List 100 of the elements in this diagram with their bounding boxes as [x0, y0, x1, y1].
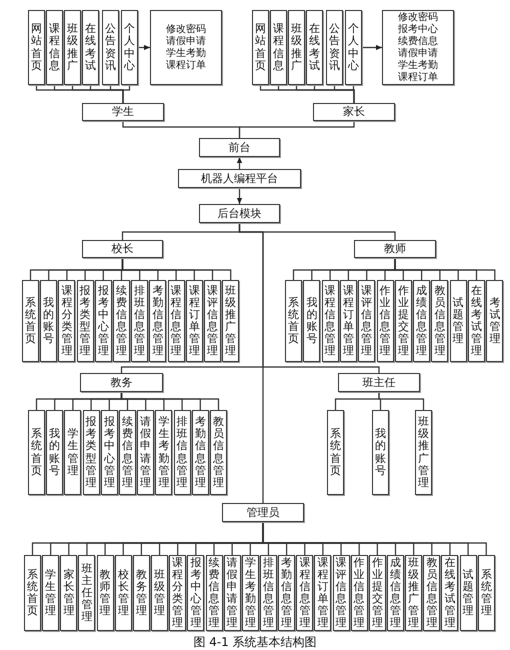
module-box — [354, 240, 436, 258]
function-label: 教务管理 — [136, 568, 147, 618]
function-label: 系统管理 — [480, 568, 492, 618]
function-box — [174, 410, 191, 495]
figure-caption: 图 4-1 系统基本结构图 — [192, 634, 318, 650]
function-label: 个人中心 — [124, 23, 135, 72]
function-box — [415, 410, 432, 495]
function-box — [441, 555, 458, 631]
function-label: 网站首页 — [31, 23, 42, 72]
function-box — [169, 555, 186, 631]
function-box — [187, 555, 204, 631]
function-box — [28, 410, 45, 495]
arrow — [138, 44, 150, 50]
module-label: 校长 — [112, 242, 134, 256]
module-box — [82, 240, 163, 258]
module-box — [313, 103, 395, 121]
function-label: 班级推广管理 — [225, 284, 236, 358]
function-label: 班级推广 — [67, 23, 78, 72]
function-label: 报考类型管理 — [86, 416, 97, 489]
function-box — [114, 555, 132, 631]
arrow — [362, 44, 382, 50]
function-label: 在线考试 — [85, 23, 96, 72]
function-label: 公告资讯 — [105, 23, 116, 72]
function-item: 续费信息 — [398, 36, 438, 48]
function-label: 课程信息管理 — [299, 556, 310, 630]
function-box — [340, 280, 357, 362]
function-box — [76, 280, 94, 362]
function-label: 报考中心管理 — [104, 416, 115, 489]
function-label: 班级管理 — [154, 568, 166, 618]
function-box — [64, 410, 82, 495]
function-label: 校长管理 — [118, 568, 129, 618]
function-box — [345, 10, 362, 85]
function-box — [137, 410, 154, 495]
function-box — [468, 280, 485, 362]
function-box — [478, 555, 495, 631]
function-box — [82, 10, 99, 85]
module-box — [338, 373, 420, 392]
module-label: 后台模块 — [218, 206, 262, 220]
function-label: 我的账号 — [306, 296, 318, 346]
function-label: 教员信息管理 — [434, 284, 446, 358]
connector-line — [122, 258, 232, 280]
function-box — [192, 410, 209, 495]
function-box — [372, 410, 389, 495]
connector-line — [352, 85, 355, 103]
function-label: 成绩信息管理 — [416, 284, 428, 358]
function-label: 课程分类管理 — [172, 556, 184, 630]
function-box — [322, 280, 339, 362]
function-box — [151, 555, 168, 631]
function-box — [394, 280, 412, 362]
function-label: 学生管理 — [45, 568, 56, 618]
function-label: 公告资讯 — [329, 23, 340, 72]
connector-line — [238, 223, 264, 503]
connector-line — [378, 392, 424, 410]
function-item: 请假申请 — [166, 36, 206, 48]
function-label: 教员信息管理 — [213, 416, 224, 489]
function-box — [22, 280, 39, 362]
function-box — [28, 10, 45, 85]
function-item: 修改密码 — [166, 24, 206, 36]
function-label: 考勤信息管理 — [281, 556, 292, 630]
function-box — [278, 555, 296, 631]
function-item: 学生考勤 — [398, 60, 438, 72]
function-label: 课评信息管理 — [361, 284, 372, 358]
function-label: 我的账号 — [49, 428, 60, 477]
connector-line — [394, 258, 496, 280]
function-box — [100, 410, 118, 495]
function-box — [24, 555, 41, 631]
function-box — [94, 280, 112, 362]
function-box — [296, 555, 314, 631]
function-box — [314, 555, 332, 631]
function-box — [155, 410, 172, 495]
function-label: 系统首页 — [330, 428, 341, 477]
function-label: 排班信息管理 — [176, 416, 188, 489]
function-label: 排班信息管理 — [262, 556, 274, 630]
function-item: 课程订单 — [166, 60, 206, 72]
function-box — [82, 410, 100, 495]
function-label: 课程分类管理 — [61, 284, 72, 358]
function-list-box — [150, 10, 222, 85]
function-label: 试题管理 — [452, 296, 464, 346]
function-label: 课程订单管理 — [317, 556, 328, 630]
function-label: 请假申请管理 — [226, 556, 238, 630]
function-box — [306, 10, 323, 85]
function-box — [387, 555, 404, 631]
function-box — [42, 555, 60, 631]
function-label: 续费信息管理 — [122, 416, 133, 489]
function-box — [96, 555, 114, 631]
module-box — [80, 373, 163, 392]
function-label: 在线考试管理 — [444, 556, 456, 630]
function-box — [40, 280, 58, 362]
function-label: 在线考试 — [309, 23, 320, 72]
function-box — [288, 10, 305, 85]
function-box — [405, 555, 422, 631]
function-label: 班级推广管理 — [408, 556, 420, 630]
function-box — [210, 410, 227, 495]
function-label: 续费信息管理 — [208, 556, 220, 630]
function-box — [149, 280, 166, 362]
function-box — [222, 280, 240, 362]
function-box — [450, 280, 467, 362]
function-box — [431, 280, 448, 362]
function-label: 班级推广管理 — [418, 416, 429, 489]
function-label: 在线考试管理 — [471, 284, 482, 358]
